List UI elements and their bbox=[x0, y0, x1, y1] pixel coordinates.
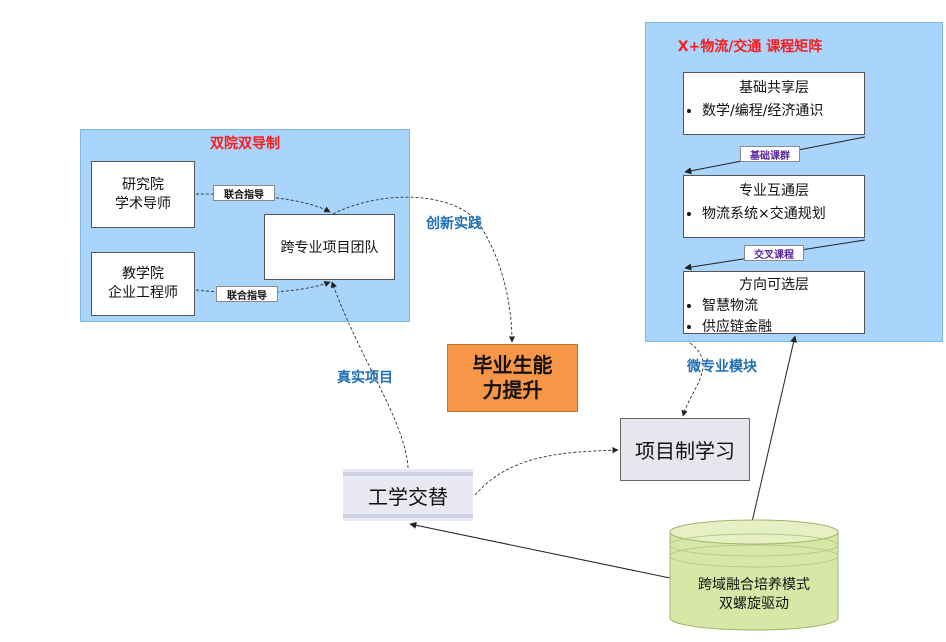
joint-guidance-tag-top: 联合指导 bbox=[213, 185, 275, 201]
teaching-institute-box: 教学院 企业工程师 bbox=[91, 252, 195, 316]
project-learning-box: 项目制学习 bbox=[620, 418, 750, 481]
graduate-ability-box: 毕业生能 力提升 bbox=[447, 344, 578, 412]
layer-major-interop: 专业互通层 物流系统×交通规划 bbox=[683, 175, 865, 238]
work-study-box: 工学交替 bbox=[343, 469, 473, 521]
layer-basic-item: 数学/编程/经济通识 bbox=[702, 100, 864, 120]
real-project-label: 真实项目 bbox=[337, 370, 393, 386]
layer-direction-item-1: 智慧物流 bbox=[702, 295, 864, 315]
cylinder-label: 跨域融合培养模式 双螺旋驱动 bbox=[670, 570, 838, 620]
layer-basic-shared: 基础共享层 数学/编程/经济通识 bbox=[683, 72, 865, 135]
dual-mentor-title: 双院双导制 bbox=[210, 136, 280, 152]
arrow-workstudy-to-team bbox=[330, 281, 409, 469]
research-institute-box: 研究院 学术导师 bbox=[91, 161, 195, 228]
cross-major-team-label: 跨专业项目团队 bbox=[280, 240, 379, 256]
layer-major-title: 专业互通层 bbox=[739, 183, 809, 199]
layer-basic-title: 基础共享层 bbox=[739, 80, 809, 96]
teaching-institute-line2: 企业工程师 bbox=[108, 285, 178, 301]
research-institute-line2: 学术导师 bbox=[115, 195, 171, 212]
cylinder-shape bbox=[669, 519, 839, 631]
research-institute-line1: 研究院 bbox=[122, 176, 164, 193]
arrow-matrix-to-project bbox=[681, 342, 704, 417]
cylinder-line2: 双螺旋驱动 bbox=[719, 596, 789, 612]
teaching-institute-line1: 教学院 bbox=[122, 266, 164, 282]
work-study-stripe-bottom bbox=[343, 514, 473, 518]
micro-major-module-label: 微专业模块 bbox=[687, 359, 757, 375]
cylinder-line1: 跨域融合培养模式 bbox=[698, 577, 810, 593]
cross-major-team-box: 跨专业项目团队 bbox=[264, 214, 395, 280]
work-study-stripe-top bbox=[343, 472, 473, 476]
arrow-cylinder-to-matrix bbox=[751, 335, 797, 523]
innovation-practice-label: 创新实践 bbox=[426, 216, 482, 232]
basic-course-group-tag: 基础课群 bbox=[740, 146, 800, 162]
graduate-ability-line1: 毕业生能 bbox=[472, 353, 553, 377]
arrow-workstudy-to-project bbox=[474, 447, 619, 496]
work-study-label: 工学交替 bbox=[368, 484, 448, 509]
joint-guidance-tag-bottom: 联合指导 bbox=[216, 286, 278, 302]
graduate-ability-line2: 力提升 bbox=[482, 378, 543, 402]
layer-direction-optional: 方向可选层 智慧物流 供应链金融 bbox=[683, 271, 865, 336]
arrow-team-to-graduate bbox=[332, 196, 516, 343]
cross-course-tag: 交叉课程 bbox=[744, 245, 804, 261]
arrow-cylinder-to-workstudy bbox=[409, 521, 671, 579]
project-learning-label: 项目制学习 bbox=[635, 439, 735, 463]
layer-direction-title: 方向可选层 bbox=[739, 277, 809, 293]
layer-major-item: 物流系统×交通规划 bbox=[702, 203, 864, 223]
course-matrix-title: X+物流/交通 课程矩阵 bbox=[677, 39, 823, 55]
layer-direction-item-2: 供应链金融 bbox=[702, 316, 864, 336]
